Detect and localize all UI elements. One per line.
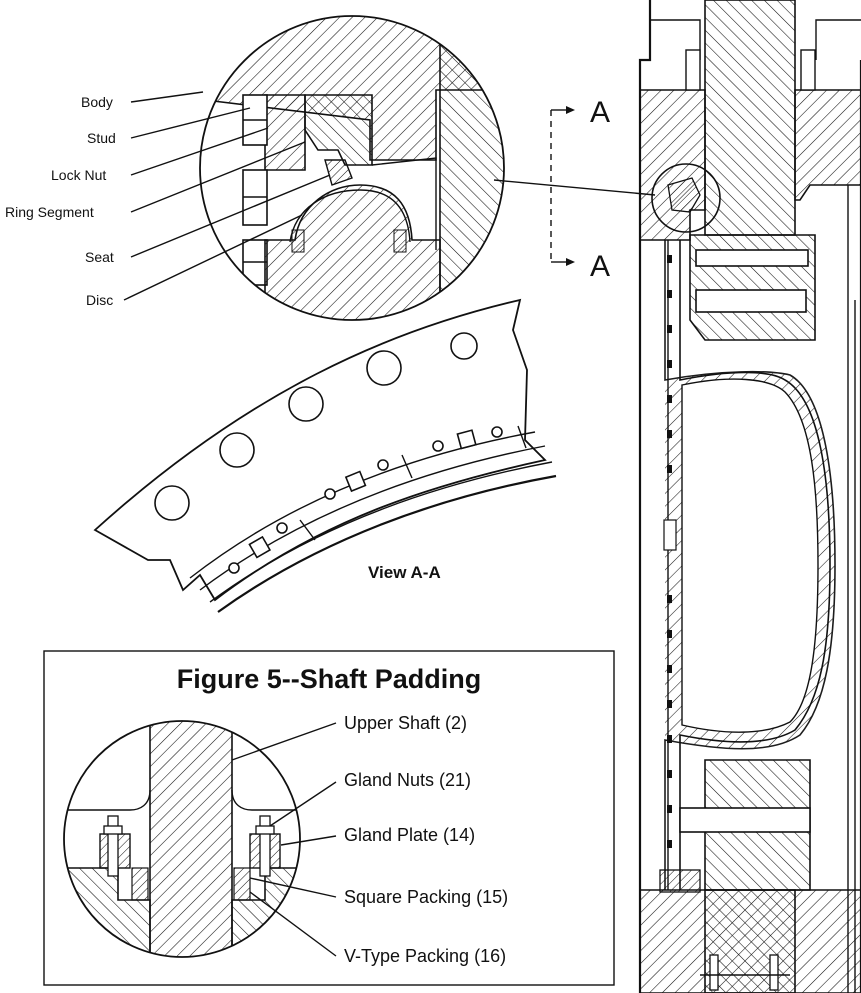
seat-detail-view xyxy=(199,15,505,321)
valve-body-section xyxy=(638,0,861,993)
section-marker-a-a: A A xyxy=(550,96,610,283)
view-a-a-ring-segment: View A-A xyxy=(93,298,557,613)
label-ring-segment: Ring Segment xyxy=(5,204,94,220)
label-v-type-packing: V-Type Packing (16) xyxy=(344,946,506,966)
label-gland-nuts: Gland Nuts (21) xyxy=(344,770,471,790)
label-lock-nut: Lock Nut xyxy=(51,167,106,183)
section-label-bottom: A xyxy=(590,250,610,283)
seat-bolt-row xyxy=(663,255,677,848)
figure-5-box: Figure 5--Shaft Padding Upper Shaf xyxy=(43,650,615,986)
view-a-a-label: View A-A xyxy=(368,563,441,582)
label-stud: Stud xyxy=(87,130,116,146)
label-square-packing: Square Packing (15) xyxy=(344,887,508,907)
label-seat: Seat xyxy=(85,249,114,265)
figure-title: Figure 5--Shaft Padding xyxy=(177,664,482,694)
label-disc: Disc xyxy=(86,292,113,308)
detail-label-group: Body Stud Lock Nut Ring Segment Seat Dis… xyxy=(5,91,331,308)
section-label-top: A xyxy=(590,96,610,129)
label-body: Body xyxy=(81,94,113,110)
detail-leader-line xyxy=(493,179,656,196)
label-upper-shaft: Upper Shaft (2) xyxy=(344,713,467,733)
label-gland-plate: Gland Plate (14) xyxy=(344,825,475,845)
